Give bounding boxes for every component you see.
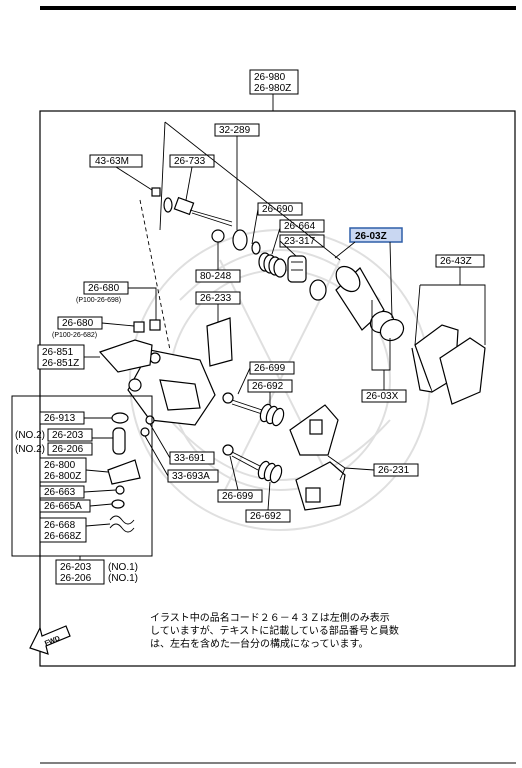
svg-text:26-206: 26-206 [60,573,92,584]
svg-text:26-03X: 26-03X [366,391,399,402]
svg-text:26-800: 26-800 [44,460,76,471]
diagram-frame [39,110,516,667]
label-26-692-b: 26-692 [245,509,291,523]
svg-text:26-203: 26-203 [52,430,84,441]
svg-text:26-733: 26-733 [174,156,206,167]
brake-pads-part [411,324,486,405]
label-26-690: 26-690 [257,202,303,216]
label-33-693a: 33-693A [167,469,219,483]
label-26-665a: 26-665A [39,499,91,513]
svg-text:(NO.2): (NO.2) [15,444,45,455]
svg-text:26-692: 26-692 [252,381,284,392]
svg-text:32-289: 32-289 [219,125,251,136]
label-26-231: 26-231 [373,463,419,477]
top-rule [40,6,516,10]
svg-text:26-913: 26-913 [44,413,76,424]
parking-lever-parts [107,412,141,533]
label-26-203-no2: (NO.2) 26-203 [15,428,93,442]
svg-text:26-851Z: 26-851Z [42,358,79,369]
svg-text:26-206: 26-206 [52,444,84,455]
label-80-248: 80-248 [195,269,241,283]
adjuster-part [287,255,307,283]
label-26-43z: 26-43Z [435,254,485,268]
label-26-680-a: 26-680 (P100-26-698) [76,281,129,304]
svg-text:80-248: 80-248 [200,271,232,282]
svg-text:26-692: 26-692 [250,511,282,522]
svg-text:26-980Z: 26-980Z [254,83,291,94]
svg-text:26-668: 26-668 [44,520,76,531]
svg-text:33-691: 33-691 [174,453,206,464]
note-line-3: は、左右を含めた一台分の構成になっています。 [150,639,369,650]
label-26-913: 26-913 [39,411,85,425]
label-26-980: 26-980 26-980Z [249,69,299,95]
label-26-692-a: 26-692 [247,379,293,393]
note-line-1: イラスト中の品名コード２６－４３Ｚは左側のみ表示 [150,613,390,624]
label-26-206-no2: (NO.2) 26-206 [15,442,93,456]
caliper-body-part [127,349,216,426]
label-43-63m: 43-63M [89,154,143,168]
guide-pin-lower-part [222,444,283,484]
label-26-03x: 26-03X [361,389,407,403]
svg-text:26-690: 26-690 [262,204,294,215]
bleeder-screw-part [173,196,233,227]
fwd-arrow-icon: FWD [29,625,71,655]
svg-text:26-699: 26-699 [222,491,254,502]
svg-text:23-317: 23-317 [284,236,316,247]
svg-text:26-03Z: 26-03Z [355,231,387,242]
svg-text:26-664: 26-664 [284,221,316,232]
svg-text:26-800Z: 26-800Z [44,471,81,482]
spring-part [258,252,287,278]
svg-text:26-665A: 26-665A [44,501,82,512]
seal-parts-row [151,187,327,301]
svg-text:26-668Z: 26-668Z [44,531,81,542]
label-26-233: 26-233 [195,291,241,305]
pad-clip-part [206,317,233,367]
label-26-699-a: 26-699 [249,361,295,375]
label-26-851: 26-851 26-851Z [37,344,85,370]
caliper-bracket-part [98,339,153,373]
svg-text:26-43Z: 26-43Z [440,256,472,267]
label-26-663: 26-663 [39,485,85,499]
dust-boot-lower-part [295,461,346,511]
svg-text:(NO.1): (NO.1) [108,573,138,584]
svg-text:(P100-26-698): (P100-26-698) [76,297,121,304]
parking-brake-subgroup-frame [11,395,153,557]
diagram-note: イラスト中の品名コード２６－４３Ｚは左側のみ表示 していますが、テキストに記載し… [150,612,450,651]
dust-boot-upper-part [289,404,339,456]
svg-text:(P100-26-682): (P100-26-682) [52,332,97,339]
label-26-800: 26-800 26-800Z [39,457,87,483]
svg-text:(NO.2): (NO.2) [15,430,45,441]
label-33-691: 33-691 [169,451,215,465]
label-26-680-b: 26-680 (P100-26-682) [52,316,103,339]
svg-text:26-233: 26-233 [200,293,232,304]
label-32-289: 32-289 [214,123,260,137]
svg-text:33-693A: 33-693A [172,471,210,482]
svg-text:26-680: 26-680 [62,318,94,329]
label-23-317: 23-317 [279,234,325,248]
label-26-203-no1: 26-203 26-206 (NO.1) (NO.1) [55,559,138,585]
label-26-699-b: 26-699 [217,489,263,503]
svg-text:(NO.1): (NO.1) [108,562,138,573]
svg-text:26-203: 26-203 [60,562,92,573]
label-26-733: 26-733 [169,154,215,168]
svg-text:26-680: 26-680 [88,283,120,294]
svg-text:26-699: 26-699 [254,363,286,374]
svg-text:26-980: 26-980 [254,72,286,83]
svg-text:26-851: 26-851 [42,347,74,358]
svg-text:26-231: 26-231 [378,465,410,476]
note-line-2: していますが、テキストに記載している部品番号と員数 [150,626,399,637]
guide-pin-upper-part [222,392,285,427]
label-26-668: 26-668 26-668Z [39,517,87,543]
svg-text:43-63M: 43-63M [95,156,129,167]
label-26-03z-highlighted: 26-03Z [349,227,403,243]
svg-text:26-663: 26-663 [44,487,76,498]
label-26-664: 26-664 [279,219,325,233]
